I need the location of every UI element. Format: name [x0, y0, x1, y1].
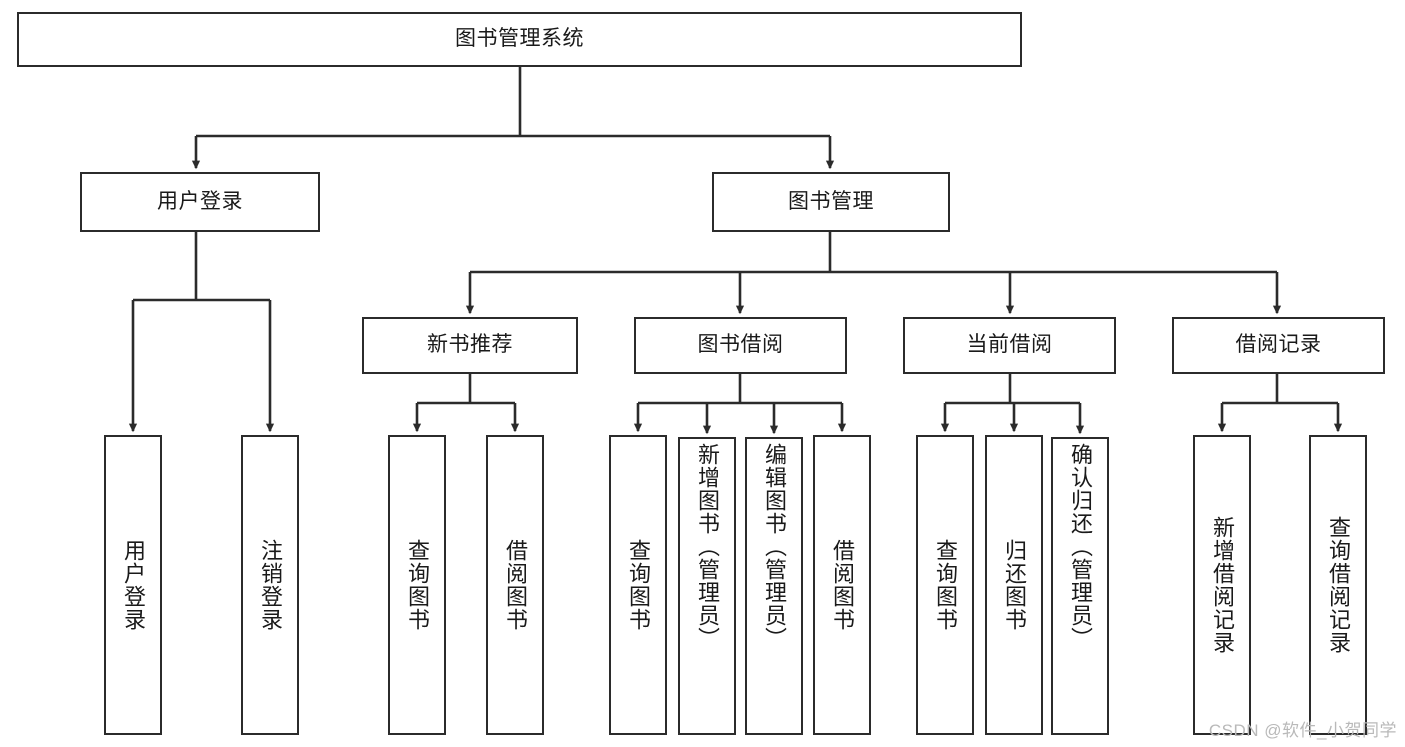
node-label: 用户登录: [157, 189, 243, 213]
node-label: 查询借阅记录: [1325, 516, 1351, 654]
node-label: 借阅记录: [1235, 333, 1322, 357]
node-label: 归还图书: [1001, 539, 1027, 631]
node-label: 借阅图书: [502, 539, 528, 631]
leaf-new-book-borrow-books[interactable]: 借阅图书: [486, 435, 544, 735]
leaf-new-book-query-books[interactable]: 查询图书: [388, 435, 446, 735]
leaf-user-login-login[interactable]: 用户登录: [104, 435, 162, 735]
node-label: 图书管理: [788, 189, 874, 213]
node-label: 图书管理系统: [455, 27, 584, 51]
leaf-user-login-logout[interactable]: 注销登录: [241, 435, 299, 735]
node-label: 当前借阅: [966, 333, 1053, 357]
node-label: 新增借阅记录: [1209, 516, 1235, 654]
node-label: 查询图书: [404, 539, 430, 631]
leaf-records-add-record[interactable]: 新增借阅记录: [1193, 435, 1251, 735]
node-new-book-recommendation[interactable]: 新书推荐: [362, 317, 578, 374]
node-book-management[interactable]: 图书管理: [712, 172, 950, 232]
node-label: 新增图书（管理员）: [694, 443, 720, 650]
node-user-login[interactable]: 用户登录: [80, 172, 320, 232]
leaf-records-query-record[interactable]: 查询借阅记录: [1309, 435, 1367, 735]
leaf-current-query-books[interactable]: 查询图书: [916, 435, 974, 735]
node-label: 借阅图书: [829, 539, 855, 631]
node-label: 注销登录: [257, 539, 283, 631]
leaf-borrowing-borrow-books[interactable]: 借阅图书: [813, 435, 871, 735]
node-label: 确认归还（管理员）: [1067, 443, 1093, 650]
node-label: 查询图书: [625, 539, 651, 631]
node-label: 编辑图书（管理员）: [761, 443, 787, 650]
node-label: 用户登录: [120, 539, 146, 631]
node-current-borrowing[interactable]: 当前借阅: [903, 317, 1116, 374]
node-borrowing-records[interactable]: 借阅记录: [1172, 317, 1385, 374]
leaf-borrowing-add-book-admin[interactable]: 新增图书（管理员）: [678, 437, 736, 735]
leaf-current-return-books[interactable]: 归还图书: [985, 435, 1043, 735]
node-root-book-management-system[interactable]: 图书管理系统: [17, 12, 1022, 67]
node-label: 新书推荐: [427, 333, 513, 357]
leaf-current-confirm-return-admin[interactable]: 确认归还（管理员）: [1051, 437, 1109, 735]
node-label: 图书借阅: [697, 333, 784, 357]
node-book-borrowing[interactable]: 图书借阅: [634, 317, 847, 374]
node-label: 查询图书: [932, 539, 958, 631]
leaf-borrowing-query-books[interactable]: 查询图书: [609, 435, 667, 735]
leaf-borrowing-edit-book-admin[interactable]: 编辑图书（管理员）: [745, 437, 803, 735]
csdn-watermark: CSDN @软件_小贺同学: [1208, 721, 1397, 740]
